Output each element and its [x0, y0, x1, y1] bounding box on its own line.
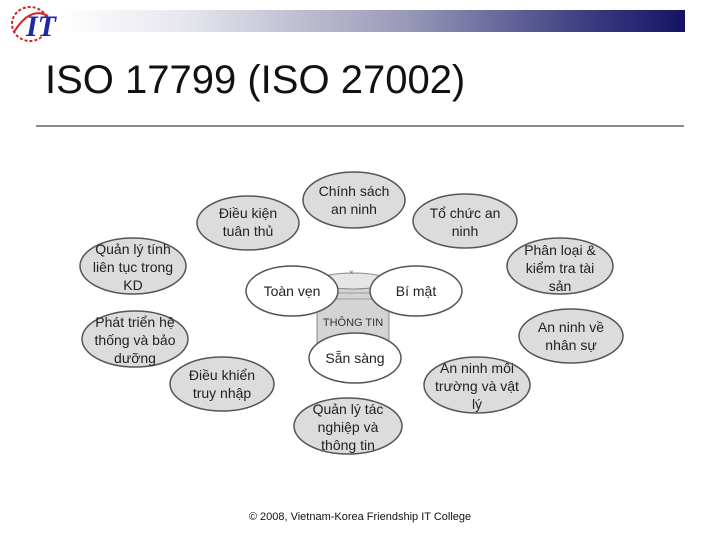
slide-footer: © 2008, Vietnam-Korea Friendship IT Coll…: [248, 511, 472, 523]
center-bi-mat: Bí mật: [369, 265, 463, 317]
vkit-logo-icon: IT: [11, 6, 58, 43]
header-gradient-bar: [60, 10, 685, 32]
svg-text:Bí mật: Bí mật: [396, 283, 437, 299]
information-core-label: THÔNG TIN: [323, 316, 383, 329]
title-divider: [36, 125, 684, 127]
center-toan-ven: Toàn vẹn: [245, 265, 339, 317]
logo-text: IT: [25, 10, 58, 43]
slide-title: ISO 17799 (ISO 27002): [45, 58, 466, 102]
cursor-mark-icon: ×: [349, 268, 354, 277]
svg-text:Toàn vẹn: Toàn vẹn: [264, 283, 321, 299]
center-san-sang: Sẵn sàng: [308, 332, 402, 384]
svg-text:Sẵn sàng: Sẵn sàng: [325, 350, 384, 366]
